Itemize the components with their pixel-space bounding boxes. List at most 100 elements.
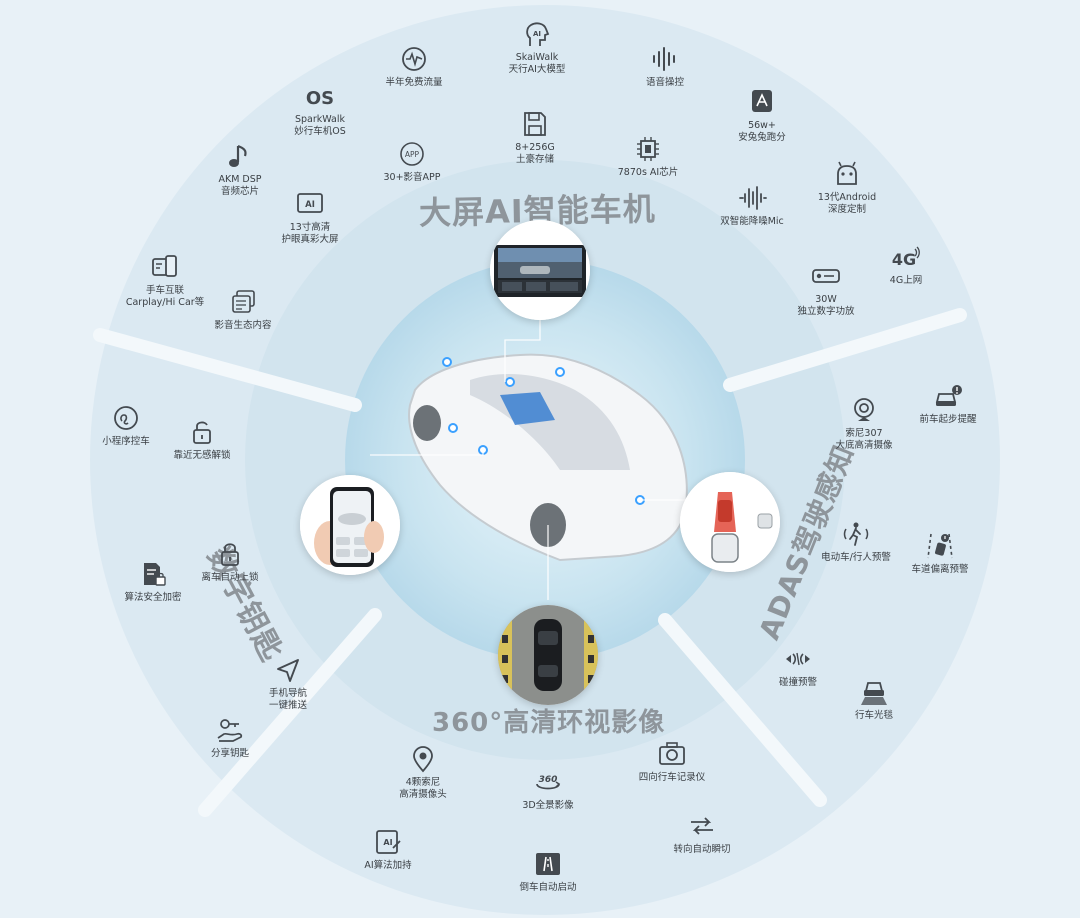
connector-lines — [370, 320, 690, 600]
feature-os-line1: SparkWalk — [294, 114, 346, 125]
feature-sony-camera: 索尼307 大底高清摄像 — [799, 396, 929, 452]
feature-3d-surround-label: 3D全景影像 — [522, 800, 574, 811]
car-illustration — [408, 353, 688, 562]
phone-key-thumbnail — [300, 475, 400, 575]
music-note-icon — [225, 142, 255, 170]
feature-free-data: 半年免费流量 — [349, 45, 479, 89]
feature-4g-label: 4G上网 — [889, 275, 923, 286]
svg-text:360: 360 — [539, 775, 558, 785]
svg-text:AI: AI — [383, 838, 392, 847]
feature-share-key-label: 分享钥匙 — [210, 748, 249, 759]
section-title-surround-view: 360°高清环视影像 — [432, 708, 666, 738]
feature-four-cameras-line2: 高清摄像头 — [399, 789, 447, 800]
feature-3d-surround: 360 3D全景影像 — [483, 768, 613, 812]
camera-lens-icon — [849, 396, 879, 424]
feature-mini-program: 小程序控车 — [61, 404, 191, 448]
feature-front-car-start: 前车起步提醒 — [883, 382, 1013, 426]
feature-skaiwalk: AI SkaiWalk 天行AI大模型 — [472, 20, 602, 76]
feature-dashcam-label: 四向行车记录仪 — [638, 772, 706, 783]
svg-text:4G: 4G — [892, 250, 916, 269]
os-text-icon: OS — [305, 82, 335, 110]
feature-light-carpet-label: 行车光毯 — [854, 710, 893, 721]
app-circle-icon: APP — [397, 140, 427, 168]
feature-lane-departure-label: 车道偏离预警 — [911, 564, 969, 575]
feature-lane-departure: 车道偏离预警 — [875, 532, 1005, 576]
lock-icon — [215, 540, 245, 568]
feature-auto-lock: 离车自动上锁 — [165, 540, 295, 584]
feature-carplay-line2: Carplay/Hi Car等 — [125, 297, 205, 308]
feature-storage: 8+256G 土豪存储 — [470, 110, 600, 166]
feature-mini-program-label: 小程序控车 — [102, 436, 150, 447]
lane-departure-icon — [925, 532, 955, 560]
mini-program-icon — [111, 404, 141, 432]
voice-wave-icon — [650, 45, 680, 73]
pulse-circle-icon — [399, 45, 429, 73]
feature-os: OS SparkWalk 妙行车机OS — [255, 82, 385, 138]
share-key-icon — [215, 716, 245, 744]
feature-mic-label: 双智能降噪Mic — [720, 216, 784, 227]
feature-media: 影音生态内容 — [178, 288, 308, 332]
feature-free-data-label: 半年免费流量 — [385, 77, 443, 88]
section-dividers — [93, 308, 967, 817]
feature-proximity-unlock-label: 靠近无感解锁 — [173, 450, 231, 461]
location-camera-icon — [408, 745, 438, 773]
reverse-road-icon — [533, 850, 563, 878]
feature-auto-lock-label: 离车自动上锁 — [201, 572, 259, 583]
feature-four-cameras: 4颗索尼 高清摄像头 — [358, 745, 488, 801]
feature-pedestrian-warning: 电动车/行人预警 — [791, 520, 921, 564]
feature-share-key: 分享钥匙 — [165, 716, 295, 760]
feature-storage-line1: 8+256G — [515, 142, 555, 153]
360-view-icon: 360 — [533, 768, 563, 796]
feature-mic: 双智能降噪Mic — [687, 184, 817, 228]
svg-text:AI: AI — [305, 200, 315, 210]
ai-screen-icon: AI — [295, 190, 325, 218]
feature-4g: 4G 4G上网 — [841, 243, 971, 287]
ai-doc-icon: AI — [373, 828, 403, 856]
feature-voice-label: 语音操控 — [645, 77, 684, 88]
dashcam-icon — [657, 740, 687, 768]
feature-sony-camera-line2: 大底高清摄像 — [835, 440, 893, 451]
feature-screen-line2: 护眼真彩大屏 — [281, 234, 339, 245]
feature-light-carpet: 行车光毯 — [809, 678, 939, 722]
feature-sony-camera-line1: 索尼307 — [845, 428, 883, 439]
secure-doc-icon — [138, 560, 168, 588]
feature-voice: 语音操控 — [600, 45, 730, 89]
feature-reverse-auto: 倒车自动启动 — [483, 850, 613, 894]
feature-akm-line1: AKM DSP — [218, 174, 262, 185]
adas-thumbnail — [680, 472, 780, 572]
svg-text:OS: OS — [306, 88, 334, 109]
feature-apps: APP 30+影音APP — [347, 140, 477, 184]
feature-proximity-unlock: 靠近无感解锁 — [137, 418, 267, 462]
feature-ai-algorithm-label: AI算法加持 — [364, 860, 412, 871]
floppy-disk-icon — [520, 110, 550, 138]
chip-icon — [633, 135, 663, 163]
feature-encryption-label: 算法安全加密 — [124, 592, 182, 603]
feature-reverse-auto-label: 倒车自动启动 — [519, 882, 577, 893]
feature-benchmark-line2: 安兔兔跑分 — [738, 132, 786, 143]
mic-wave-icon — [737, 184, 767, 212]
head-unit-thumbnail — [490, 220, 590, 320]
feature-android-line2: 深度定制 — [827, 204, 866, 215]
feature-turn-switch-label: 转向自动瞬切 — [673, 844, 731, 855]
benchmark-badge-icon — [747, 88, 777, 116]
phone-car-icon — [150, 253, 180, 281]
feature-carplay-line1: 手车互联 — [145, 285, 184, 296]
feature-skaiwalk-line2: 天行AI大模型 — [508, 64, 566, 75]
feature-ai-chip-label: 7870s AI芯片 — [617, 167, 679, 178]
feature-collision-warning: 碰撞预警 — [733, 645, 863, 689]
feature-android-line1: 13代Android — [817, 192, 877, 203]
pedestrian-icon — [841, 520, 871, 548]
ai-head-icon: AI — [522, 20, 552, 48]
media-stack-icon — [228, 288, 258, 316]
feature-ai-algorithm: AI AI算法加持 — [323, 828, 453, 872]
feature-encryption: 算法安全加密 — [88, 560, 218, 604]
svg-text:AI: AI — [533, 30, 541, 38]
feature-phone-nav: 手机导航 一键推送 — [223, 656, 353, 712]
unlock-icon — [187, 418, 217, 446]
feature-four-cameras-line1: 4颗索尼 — [405, 777, 441, 788]
front-car-icon — [933, 382, 963, 410]
feature-turn-switch: 转向自动瞬切 — [637, 812, 767, 856]
surround-view-thumbnail — [498, 605, 598, 705]
svg-text:APP: APP — [405, 150, 420, 159]
